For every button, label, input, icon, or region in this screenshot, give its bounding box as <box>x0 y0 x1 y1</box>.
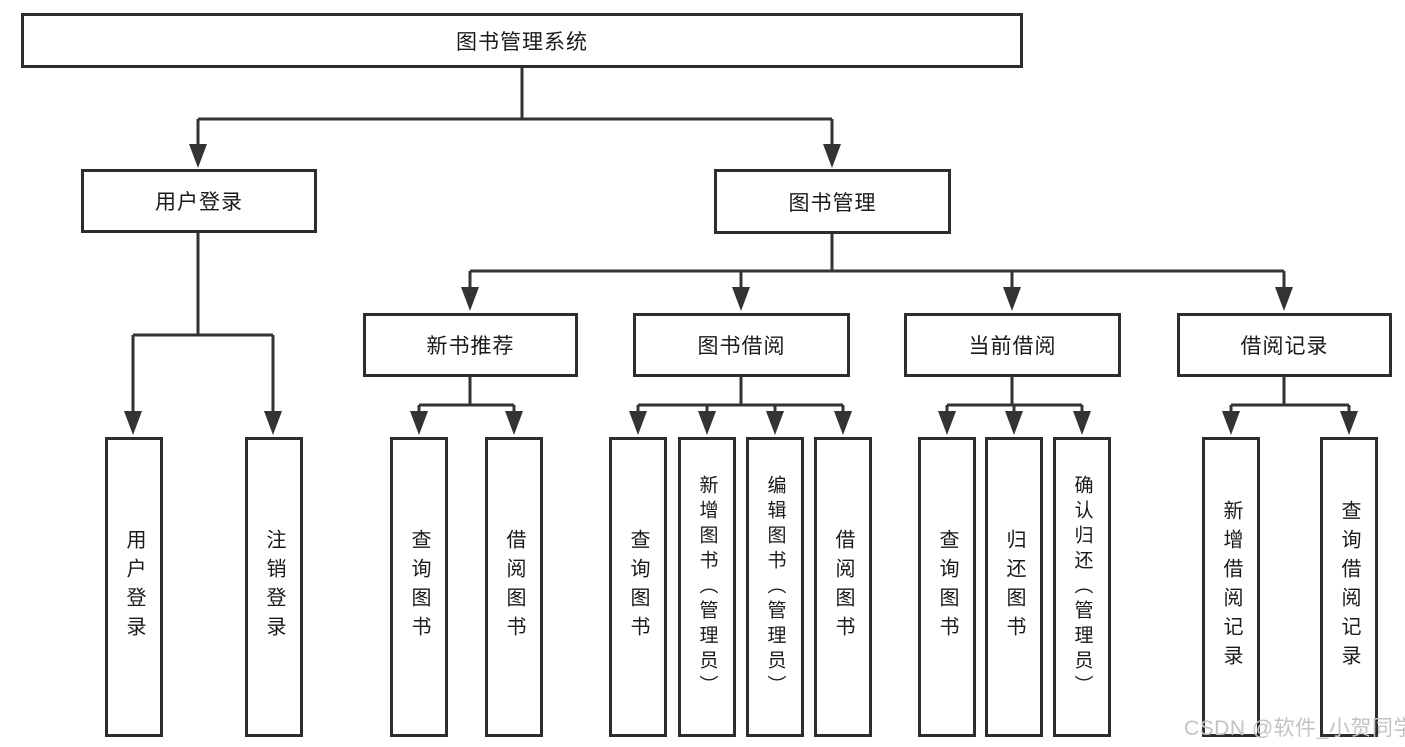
node-label: 查询图书 <box>936 529 958 645</box>
leaf-borrow-books-2: 借阅图书 <box>814 437 872 737</box>
node-current-borrowing: 当前借阅 <box>904 313 1121 377</box>
node-label: 新书推荐 <box>426 335 515 358</box>
node-label: 注销登录 <box>263 529 285 645</box>
node-book-management-branch: 图书管理 <box>714 169 951 234</box>
node-label: 图书管理系统 <box>456 30 588 54</box>
leaf-confirm-return-admin: 确认归还（管理员） <box>1053 437 1111 737</box>
node-label: 用户登录 <box>155 191 243 214</box>
csdn-watermark: CSDN @软件_小贺同学 <box>1184 717 1405 740</box>
node-label: 归还图书 <box>1003 529 1025 645</box>
leaf-return-books: 归还图书 <box>985 437 1043 737</box>
node-label: 查询借阅记录 <box>1338 500 1360 674</box>
node-book-borrowing: 图书借阅 <box>633 313 850 377</box>
node-label: 借阅图书 <box>832 529 854 645</box>
node-label: 借阅记录 <box>1240 335 1329 358</box>
node-label: 图书借阅 <box>697 335 786 358</box>
node-library-management-system: 图书管理系统 <box>21 13 1023 68</box>
leaf-query-books-1: 查询图书 <box>390 437 448 737</box>
leaf-edit-books-admin: 编辑图书（管理员） <box>746 437 804 737</box>
node-new-book-recommend: 新书推荐 <box>363 313 578 377</box>
leaf-user-login: 用户登录 <box>105 437 163 737</box>
leaf-add-books-admin: 新增图书（管理员） <box>678 437 736 737</box>
node-borrowing-records: 借阅记录 <box>1177 313 1392 377</box>
node-label: 当前借阅 <box>968 335 1057 358</box>
node-label: 确认归还（管理员） <box>1071 474 1093 700</box>
arrowhead-icons <box>124 144 1358 435</box>
node-label: 借阅图书 <box>503 529 525 645</box>
node-label: 编辑图书（管理员） <box>764 474 786 700</box>
node-label: 图书管理 <box>788 191 877 215</box>
node-label: 查询图书 <box>408 529 430 645</box>
node-label: 新增图书（管理员） <box>696 474 718 700</box>
node-label: 用户登录 <box>123 529 145 645</box>
leaf-query-borrow-record: 查询借阅记录 <box>1320 437 1378 737</box>
leaf-add-borrow-record: 新增借阅记录 <box>1202 437 1260 737</box>
node-user-login-branch: 用户登录 <box>81 169 317 233</box>
node-label: 查询图书 <box>627 529 649 645</box>
leaf-query-books-2: 查询图书 <box>609 437 667 737</box>
leaf-query-books-3: 查询图书 <box>918 437 976 737</box>
connector-segments <box>131 68 1351 418</box>
leaf-borrow-books-1: 借阅图书 <box>485 437 543 737</box>
node-label: 新增借阅记录 <box>1220 500 1242 674</box>
leaf-logout: 注销登录 <box>245 437 303 737</box>
